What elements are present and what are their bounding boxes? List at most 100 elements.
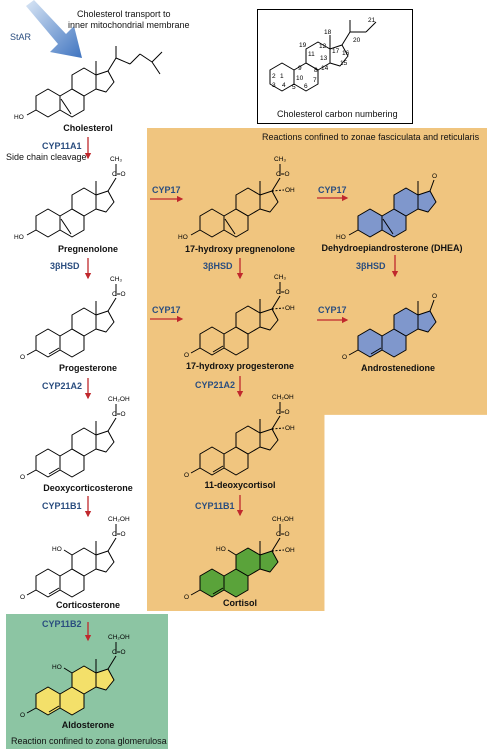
numbering-box bbox=[257, 9, 413, 124]
carbon-number-13: 13 bbox=[320, 55, 328, 62]
compound-deoxycorticosterone: Deoxycorticosterone bbox=[43, 483, 133, 493]
hydroxyprogesterone-o-label: O bbox=[184, 352, 189, 359]
enzyme-cyp17-mid-left: CYP17 bbox=[152, 305, 181, 315]
compound-cholesterol: Cholesterol bbox=[63, 123, 113, 133]
cholesterol-structure: HO bbox=[14, 46, 163, 121]
enzyme-cyp21a2-middle: CYP21A2 bbox=[195, 380, 236, 390]
carbon-number-7: 7 bbox=[313, 77, 317, 84]
side-chain-cleavage-label: Side chain cleavage bbox=[6, 152, 87, 162]
carbon-number-20: 20 bbox=[353, 37, 361, 44]
aldosterone-ho-label: HO bbox=[52, 664, 62, 671]
androstenedione-o17-label: O bbox=[432, 293, 437, 300]
cortisol-co-label: C=O bbox=[276, 531, 290, 538]
compound-dhea: Dehydroepiandrosterone (DHEA) bbox=[321, 243, 463, 253]
carbon-number-11: 11 bbox=[308, 51, 315, 58]
carbon-number-5: 5 bbox=[292, 84, 296, 91]
pregnenolone-structure: HO CH₃ C=O bbox=[14, 156, 126, 241]
corticosterone-ho-label: HO bbox=[52, 546, 62, 553]
enzyme-cyp11b1-left: CYP11B1 bbox=[42, 501, 82, 511]
pregnenolone-co-label: C=O bbox=[112, 171, 126, 178]
enzyme-3bhsd-left: 3βHSD bbox=[50, 261, 80, 271]
carbon-number-16: 16 bbox=[342, 50, 350, 57]
carbon-number-19: 19 bbox=[299, 42, 307, 49]
fasciculata-zone-label: Reactions confined to zonae fasciculata … bbox=[262, 132, 480, 142]
deoxycorticosterone-ch2oh-label: CH₂OH bbox=[108, 396, 130, 403]
aldosterone-structure: O HO CH₂OH C=O bbox=[20, 634, 130, 719]
carbon-number-15: 15 bbox=[340, 60, 348, 67]
corticosterone-co-label: C=O bbox=[112, 531, 126, 538]
deoxycortisol-co-label: C=O bbox=[276, 409, 290, 416]
corticosterone-structure: O HO CH₂OH C=O bbox=[20, 516, 130, 601]
deoxycorticosterone-structure: O CH₂OH C=O bbox=[20, 396, 130, 481]
cortisol-structure: O HO OH CH₂OH C=O bbox=[184, 516, 295, 601]
enzyme-cyp17-top-right: CYP17 bbox=[318, 185, 347, 195]
hydroxyprogesterone-co-label: C=O bbox=[276, 289, 290, 296]
enzyme-cyp17-mid-right: CYP17 bbox=[318, 305, 347, 315]
dhea-ho-label: HO bbox=[336, 234, 346, 241]
dhea-structure: HO O bbox=[336, 173, 437, 241]
compound-progesterone: Progesterone bbox=[58, 363, 118, 373]
star-label: StAR bbox=[10, 32, 32, 42]
transport-label-line1: Cholesterol transport to bbox=[77, 9, 171, 19]
carbon-number-8: 8 bbox=[314, 67, 318, 74]
corticosterone-ch2oh-label: CH₂OH bbox=[108, 516, 130, 523]
enzyme-3bhsd-right: 3βHSD bbox=[356, 261, 386, 271]
carbon-number-9: 9 bbox=[298, 65, 302, 72]
carbon-number-18: 18 bbox=[324, 29, 332, 36]
hydroxypregnenolone-structure: HO OH CH₃ C=O bbox=[178, 156, 295, 241]
pregnenolone-ho-label: HO bbox=[14, 234, 24, 241]
hydroxypregnenolone-oh-label: OH bbox=[285, 187, 295, 194]
glomerulosa-zone-label: Reaction confined to zona glomerulosa bbox=[11, 736, 167, 746]
aldosterone-co-label: C=O bbox=[112, 649, 126, 656]
progesterone-o-label: O bbox=[20, 354, 25, 361]
compound-androstenedione: Androstenedione bbox=[360, 363, 436, 373]
deoxycortisol-o-label: O bbox=[184, 472, 189, 479]
cortisol-ho-label: HO bbox=[216, 546, 226, 553]
cortisol-oh-label: OH bbox=[285, 547, 295, 554]
carbon-number-2: 2 bbox=[272, 73, 276, 80]
aldosterone-ch2oh-label: CH₂OH bbox=[108, 634, 130, 641]
deoxycorticosterone-co-label: C=O bbox=[112, 411, 126, 418]
progesterone-structure: O CH₃ C=O bbox=[20, 276, 126, 361]
carbon-number-3: 3 bbox=[272, 82, 276, 89]
androstenedione-o3-label: O bbox=[342, 354, 347, 361]
carbon-number-6: 6 bbox=[304, 83, 308, 90]
enzyme-cyp11b1-middle: CYP11B1 bbox=[195, 501, 235, 511]
enzyme-cyp11a1: CYP11A1 bbox=[42, 141, 82, 151]
compound-aldosterone: Aldosterone bbox=[61, 720, 115, 730]
transport-label-line2: inner mitochondrial membrane bbox=[68, 20, 190, 30]
compound-17-hydroxy-progesterone: 17-hydroxy progesterone bbox=[185, 361, 295, 371]
deoxycorticosterone-o-label: O bbox=[20, 474, 25, 481]
carbon-number-14: 14 bbox=[321, 65, 329, 72]
cholesterol-ho-label: HO bbox=[14, 114, 24, 121]
hydroxyprogesterone-structure: O OH CH₃ C=O bbox=[184, 274, 295, 359]
compound-cortisol: Cortisol bbox=[222, 598, 258, 608]
hydroxypregnenolone-co-label: C=O bbox=[276, 171, 290, 178]
numbered-steroid-skeleton: 1 2 3 4 5 6 7 8 9 10 11 12 13 14 15 16 1… bbox=[269, 17, 377, 92]
hydroxyprogesterone-ch3-label: CH₃ bbox=[274, 274, 286, 281]
cortisol-ch2oh-label: CH₂OH bbox=[272, 516, 294, 523]
carbon-number-21: 21 bbox=[368, 17, 376, 24]
numbering-box-caption: Cholesterol carbon numbering bbox=[277, 109, 398, 119]
enzyme-cyp17-top-left: CYP17 bbox=[152, 185, 181, 195]
carbon-number-10: 10 bbox=[296, 75, 304, 82]
androstenedione-structure: O O bbox=[342, 293, 437, 361]
pregnenolone-ch3-label: CH₃ bbox=[110, 156, 122, 163]
deoxycortisol-ch2oh-label: CH₂OH bbox=[272, 394, 294, 401]
aldosterone-o-label: O bbox=[20, 712, 25, 719]
progesterone-ch3-label: CH₃ bbox=[110, 276, 122, 283]
hydroxyprogesterone-oh-label: OH bbox=[285, 305, 295, 312]
dhea-o-label: O bbox=[432, 173, 437, 180]
hydroxypregnenolone-ho-label: HO bbox=[178, 234, 188, 241]
enzyme-cyp11b2: CYP11B2 bbox=[42, 619, 82, 629]
corticosterone-o-label: O bbox=[20, 594, 25, 601]
progesterone-co-label: C=O bbox=[112, 291, 126, 298]
compound-17-hydroxy-pregnenolone: 17-hydroxy pregnenolone bbox=[184, 244, 296, 254]
compound-11-deoxycortisol: 11-deoxycortisol bbox=[204, 480, 276, 490]
compound-pregnenolone: Pregnenolone bbox=[57, 244, 119, 254]
carbon-number-1: 1 bbox=[280, 73, 284, 80]
enzyme-3bhsd-middle: 3βHSD bbox=[203, 261, 233, 271]
star-transport-arrow bbox=[26, 0, 82, 58]
carbon-number-17: 17 bbox=[332, 48, 340, 55]
